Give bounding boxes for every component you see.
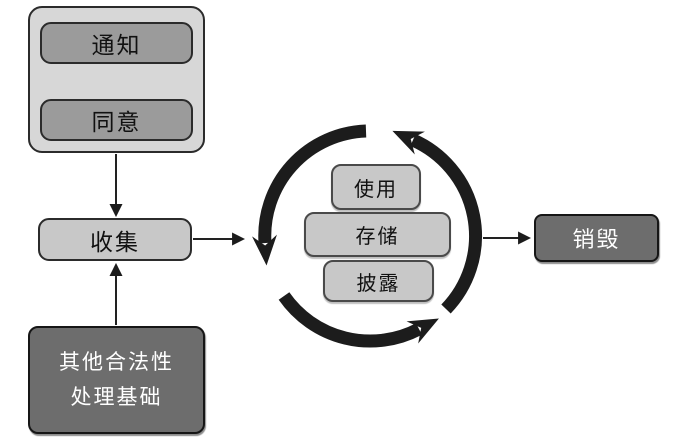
node-notice-label: 通知 — [91, 33, 142, 58]
node-destroy-label: 销毁 — [572, 227, 621, 252]
node-disclose-label: 披露 — [356, 272, 401, 295]
node-other-legal-basis-line2: 处理基础 — [70, 385, 163, 409]
node-notice: 通知 — [40, 22, 193, 64]
node-use-label: 使用 — [354, 178, 398, 201]
cycle-arc-bottom-icon — [278, 292, 439, 348]
cycle-arc-right-icon — [392, 130, 482, 314]
node-consent-label: 同意 — [91, 110, 142, 135]
node-other-legal-basis: 其他合法性 处理基础 — [28, 326, 205, 434]
node-collect: 收集 — [38, 218, 192, 261]
node-store: 存储 — [304, 212, 451, 257]
node-collect-label: 收集 — [90, 229, 140, 255]
node-use: 使用 — [331, 164, 421, 210]
node-disclose: 披露 — [323, 260, 434, 302]
node-other-legal-basis-line1: 其他合法性 — [59, 350, 174, 374]
node-consent: 同意 — [40, 99, 193, 141]
node-destroy: 销毁 — [534, 214, 659, 262]
node-store-label: 存储 — [355, 226, 400, 248]
cycle-arc-left-icon — [252, 124, 367, 266]
